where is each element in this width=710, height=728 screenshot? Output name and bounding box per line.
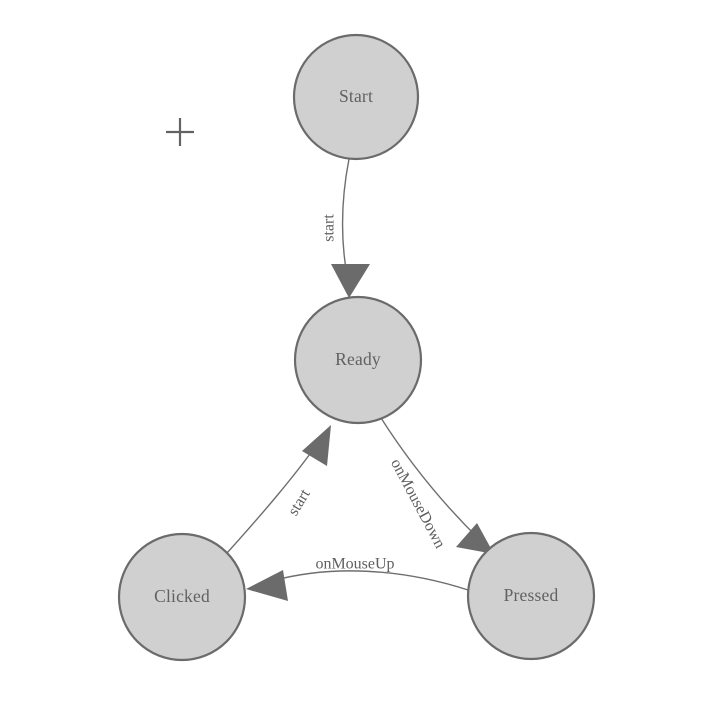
node-clicked[interactable]: Clicked	[117, 532, 247, 662]
edge-label-clicked-to-ready: start	[285, 486, 314, 519]
edge-start-to-ready[interactable]: start	[321, 158, 370, 298]
edge-pressed-to-clicked[interactable]: onMouseUp	[246, 556, 469, 601]
edge-line[interactable]	[380, 417, 483, 543]
edge-clicked-to-ready[interactable]: start	[226, 425, 331, 554]
arrowhead-icon	[456, 523, 494, 554]
node-start-circle[interactable]	[292, 33, 420, 161]
node-ready-label: Ready	[335, 349, 381, 369]
edge-line[interactable]	[271, 570, 469, 591]
node-start-label: Start	[339, 86, 373, 106]
node-ready-circle[interactable]	[293, 295, 423, 425]
edge-label-start-to-ready: start	[321, 214, 338, 242]
edge-ready-to-pressed[interactable]: onMouseDown	[380, 417, 494, 554]
arrowhead-icon	[331, 264, 370, 298]
node-ready[interactable]: Ready	[293, 295, 423, 425]
edge-line[interactable]	[341, 158, 350, 282]
node-pressed[interactable]: Pressed	[466, 531, 596, 661]
node-start[interactable]: Start	[292, 33, 420, 161]
node-clicked-label: Clicked	[154, 586, 210, 606]
crosshair-icon	[166, 118, 194, 146]
node-clicked-circle[interactable]	[117, 532, 247, 662]
arrowhead-icon	[302, 425, 331, 466]
edge-label-pressed-to-clicked: onMouseUp	[315, 556, 394, 573]
arrowhead-icon	[246, 570, 288, 601]
node-pressed-circle[interactable]	[466, 531, 596, 661]
node-pressed-label: Pressed	[504, 585, 559, 605]
